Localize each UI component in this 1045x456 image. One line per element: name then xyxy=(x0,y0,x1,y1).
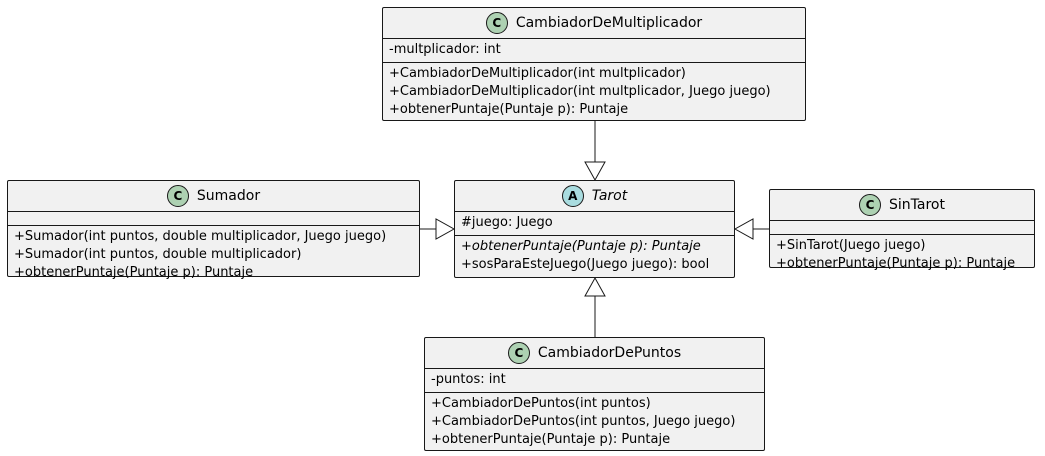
method: +sosParaEsteJuego(Juego juego): bool xyxy=(461,257,710,272)
inheritance-arrowhead xyxy=(733,218,754,240)
inheritance-arrowhead xyxy=(584,276,606,297)
method: +CambiadorDePuntos(int puntos) xyxy=(431,396,651,411)
class-name: SinTarot xyxy=(889,197,945,213)
method: +SinTarot(Juego juego) xyxy=(776,238,926,253)
method: +Sumador(int puntos, double multiplicado… xyxy=(14,229,387,244)
class-header: C SinTarot xyxy=(770,190,1034,220)
methods-section: +SinTarot(Juego juego) +obtenerPuntaje(P… xyxy=(770,234,1034,276)
fields-section xyxy=(8,211,419,225)
fields-section xyxy=(770,220,1034,234)
method: +CambiadorDeMultiplicador(int multplicad… xyxy=(389,84,771,99)
fields-section: -puntos: int xyxy=(425,368,764,392)
class-stereotype-icon: C xyxy=(166,185,189,207)
field: #juego: Juego xyxy=(461,215,553,230)
class-name: Sumador xyxy=(196,188,261,204)
class-header: C CambiadorDeMultiplicador xyxy=(383,8,805,38)
class-name: Tarot xyxy=(591,188,628,204)
method: +obtenerPuntaje(Puntaje p): Puntaje xyxy=(776,256,1016,271)
class-name: CambiadorDeMultiplicador xyxy=(515,15,703,31)
inheritance-arrowhead xyxy=(435,218,456,240)
methods-section: +CambiadorDePuntos(int puntos) +Cambiado… xyxy=(425,392,764,452)
method: +CambiadorDePuntos(int puntos, Juego jue… xyxy=(431,414,736,429)
method: +obtenerPuntaje(Puntaje p): Puntaje xyxy=(389,102,629,117)
class-cambiador-puntos: C CambiadorDePuntos -puntos: int +Cambia… xyxy=(424,337,765,451)
methods-section: +CambiadorDeMultiplicador(int multplicad… xyxy=(383,62,805,122)
class-stereotype-icon: C xyxy=(507,342,530,364)
method: +obtenerPuntaje(Puntaje p): Puntaje xyxy=(14,265,254,280)
class-header: C Sumador xyxy=(8,181,419,211)
method: +CambiadorDeMultiplicador(int multplicad… xyxy=(389,66,686,81)
abstract-stereotype-icon: A xyxy=(561,185,584,207)
inheritance-arrowhead xyxy=(584,161,606,182)
class-header: A Tarot xyxy=(455,181,734,211)
method: +obtenerPuntaje(Puntaje p): Puntaje xyxy=(431,432,671,447)
field: -puntos: int xyxy=(431,372,506,387)
field: -multplicador: int xyxy=(389,42,501,57)
methods-section: +Sumador(int puntos, double multiplicado… xyxy=(8,225,419,285)
class-stereotype-icon: C xyxy=(485,12,508,34)
fields-section: #juego: Juego xyxy=(455,211,734,235)
class-cambiador-multiplicador: C CambiadorDeMultiplicador -multplicador… xyxy=(382,7,806,121)
class-header: C CambiadorDePuntos xyxy=(425,338,764,368)
methods-section: +obtenerPuntaje(Puntaje p): Puntaje +sos… xyxy=(455,235,734,277)
class-stereotype-icon: C xyxy=(859,194,882,216)
abstract-method: +obtenerPuntaje(Puntaje p): Puntaje xyxy=(461,239,701,254)
method: +Sumador(int puntos, double multiplicado… xyxy=(14,247,302,262)
class-name: CambiadorDePuntos xyxy=(537,345,682,361)
class-tarot: A Tarot #juego: Juego +obtenerPuntaje(Pu… xyxy=(454,180,735,278)
class-sumador: C Sumador +Sumador(int puntos, double mu… xyxy=(7,180,420,280)
class-sin-tarot: C SinTarot +SinTarot(Juego juego) +obten… xyxy=(769,189,1035,271)
fields-section: -multplicador: int xyxy=(383,38,805,62)
